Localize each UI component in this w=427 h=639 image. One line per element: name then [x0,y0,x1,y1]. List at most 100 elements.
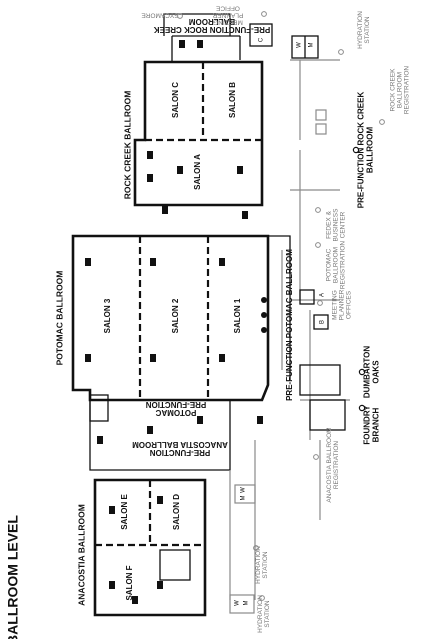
area-foundry-line-0: FOUNDRY [363,405,372,445]
area-pf-potomac-anacostia-2-line-0: PRE-FUNCTION [150,448,211,457]
area-pf-rock-creek-inner-line-0: PRE-FUNCTION ROCK CREEK [154,25,271,34]
amenity-hydration-bottom-line-1: STATION [264,600,271,628]
marker-4: M [309,43,315,48]
column [179,40,185,48]
amenity-meeting-planner-offices-line-1: PLANNER [339,289,346,320]
rock-creek-ballroom[interactable] [133,35,264,207]
round-column [261,297,267,303]
amenity-fedex-line-0: FEDEX & [326,210,333,238]
amenity-meeting-planner-office-line-0: MEETING [213,18,243,25]
area-pf-potomac: PRE-FUNCTION POTOMAC BALLROOM [285,249,294,401]
marker-6: M [241,496,247,501]
service-corridors [229,59,350,614]
pre-function-potomac-ballroom[interactable] [268,235,291,380]
pre-function-rock-creek-ballroom[interactable] [163,13,241,60]
amenity-potomac-registration-line-2: REGISTRATION [340,241,347,290]
column [219,354,225,362]
amenity-meeting-planner-office-line-2: OFFICE [215,4,239,11]
column [242,211,248,219]
salon-1-2: SALON 1 [233,298,242,333]
column [237,166,243,174]
salon-1-1: SALON 2 [171,298,180,333]
amenity-hydration-mid-line-1: STATION [262,551,269,579]
location-pin-icon [358,404,366,412]
column [109,581,115,589]
column [147,174,153,182]
marker-0: C [259,37,265,42]
area-foundry-line-1: BRANCH [372,407,381,442]
salon-1-0: SALON 3 [103,298,112,333]
map-title: BALLROOM LEVEL [5,515,21,639]
amenity-rc-registration-line-1: BALLROOM [397,72,404,108]
amenity-potomac-registration-line-1: BALLROOM [333,247,340,283]
area-pf-rock-creek-side-line-0: PRE-FUNCTION ROCK CREEK [357,92,366,209]
location-pin-icon [358,368,366,376]
column [85,354,91,362]
amenity-fedex-line-1: BUSINESS [333,208,340,242]
labels-layer: BALLROOM LEVEL ROCK CREEK BALLROOM POTOMAC… [5,4,411,639]
location-pin-icon [315,242,321,248]
amenity-meeting-planner-offices-line-2: OFFICES [346,290,353,319]
meeting-planner-offices[interactable] [299,289,329,330]
area-pf-potomac-line-0: PRE-FUNCTION POTOMAC BALLROOM [285,249,294,401]
amenity-sycamore: SYCAMORE [141,11,179,18]
location-pin-icon [338,49,344,55]
location-pin-icon [379,119,385,125]
amenity-sycamore-line-0: SYCAMORE [141,11,179,18]
amenity-rc-registration-line-0: ROCK CREEK [390,68,397,112]
salon-2-2: SALON F [125,565,134,600]
potomac-ballroom[interactable] [71,234,270,402]
salon-0-0: SALON C [171,82,180,118]
column [150,354,156,362]
area-dumbarton-line-0: DUMBARTON [363,346,372,399]
column [177,166,183,174]
column [150,258,156,266]
column [257,416,263,424]
hydration-station-top[interactable] [291,35,319,59]
foundry-branch[interactable] [309,399,346,431]
column [157,581,163,589]
marker-1: A [320,293,326,297]
meeting-planner-office-rc[interactable] [249,23,273,47]
column [219,258,225,266]
location-pin-icon [177,13,183,19]
marker-2: B [320,320,326,324]
column [162,206,168,214]
area-pf-potomac-anacostia-1-line-0: POTOMAC [155,408,196,417]
column [147,151,153,159]
area-pf-potomac-anacostia-1-line-1: PRE-FUNCTION [146,400,207,409]
location-pin-icon [259,595,265,601]
column [197,40,203,48]
marker-8: M [244,601,250,606]
column [97,436,103,444]
area-pf-rock-creek-inner-line-1: BALLROOM [189,17,236,26]
amenity-anacostia-registration-line-0: ANACOSTIA BALLROOM [326,427,333,502]
anacostia-ballroom[interactable] [93,478,207,617]
amenity-hydration-top-line-1: STATION [364,16,371,44]
column [85,258,91,266]
amenity-rc-registration-line-2: REGISTRATION [404,66,411,115]
round-column [261,327,267,333]
columns [85,40,267,604]
amenity-fedex-line-2: CENTER [340,211,347,238]
location-pin-icon [261,11,267,17]
salon-2-0: SALON E [120,494,129,530]
location-pin-icon [352,146,360,154]
salon-0-1: SALON B [228,82,237,118]
ballroom-name-2: ANACOSTIA BALLROOM [76,504,86,606]
ballroom-name-1: POTOMAC BALLROOM [54,271,64,366]
column [109,506,115,514]
amenity-meeting-planner-offices-line-0: MEETING [332,290,339,320]
column [147,426,153,434]
column [197,416,203,424]
pre-function-potomac-anacostia[interactable] [89,394,231,471]
dumbarton-oaks[interactable] [299,364,341,396]
